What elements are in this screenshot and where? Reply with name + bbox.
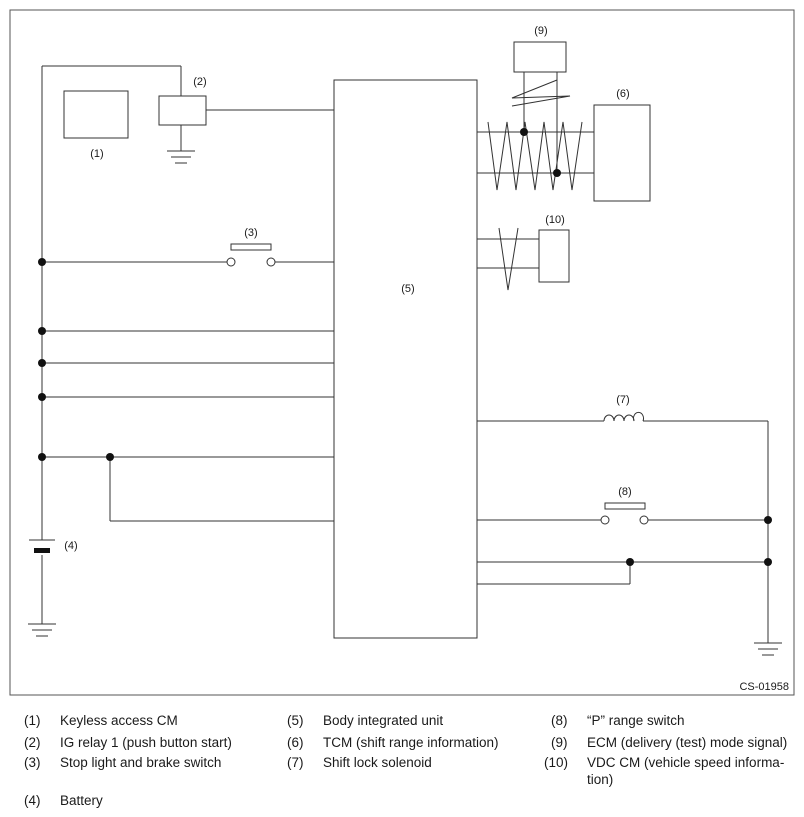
legend-number: (5) [287, 713, 304, 728]
legend-number: (4) [24, 793, 41, 808]
legend-number: (3) [24, 755, 41, 770]
legend-text: TCM (shift range information) [323, 735, 499, 750]
label-ig-relay: (2) [193, 76, 206, 88]
switch8-contact-left [600, 515, 610, 525]
label-tcm: (6) [616, 88, 629, 100]
legend-text: IG relay 1 (push button start) [60, 735, 232, 750]
tcm-twist-wire [487, 121, 583, 191]
switch8-contact-right [639, 515, 649, 525]
legend-text: ECM (delivery (test) mode signal) [587, 735, 788, 750]
legend-text: tion) [587, 772, 614, 787]
legend-number: (9) [551, 735, 568, 750]
legend-text: VDC CM (vehicle speed informa- [587, 755, 785, 770]
label-stop-light-switch: (3) [244, 227, 257, 239]
junction-dot [764, 516, 772, 524]
legend-number: (2) [24, 735, 41, 750]
junction-dot [38, 359, 46, 367]
ecm-box [513, 41, 567, 73]
legend-number: (10) [544, 755, 569, 770]
junction-dot [38, 327, 46, 335]
label-battery: (4) [64, 540, 77, 552]
figure-id: CS-01958 [739, 681, 789, 693]
legend-text: Body integrated unit [323, 713, 444, 728]
legend-text: Battery [60, 793, 103, 808]
vdc-cm-box [538, 229, 570, 283]
diagram-frame [9, 9, 795, 696]
legend-number: (1) [24, 713, 41, 728]
ground-symbol-battery [28, 623, 56, 637]
ground-symbol-right [754, 642, 782, 656]
junction-dot [38, 393, 46, 401]
body-integrated-unit-box [333, 79, 478, 639]
legend-number: (6) [287, 735, 304, 750]
legend-text: Shift lock solenoid [323, 755, 432, 770]
ig-relay-box [158, 95, 207, 126]
label-body-integrated-unit: (5) [401, 283, 414, 295]
vdc-twist-wire [498, 227, 519, 291]
legend-text: Keyless access CM [60, 713, 178, 728]
label-shift-lock-solenoid: (7) [616, 394, 629, 406]
ground-symbol-relay [167, 150, 195, 164]
switch3-contact-left [226, 257, 236, 267]
legend-text: “P” range switch [587, 713, 685, 728]
keyless-access-cm-box [63, 90, 129, 139]
junction-dot [38, 453, 46, 461]
tcm-box [593, 104, 651, 202]
label-ecm: (9) [534, 25, 547, 37]
switch3-contact-right [266, 257, 276, 267]
legend-text: Stop light and brake switch [60, 755, 222, 770]
ecm-twist-wire [511, 79, 571, 107]
legend-number: (7) [287, 755, 304, 770]
battery-plate-short [34, 548, 50, 553]
legend-number: (8) [551, 713, 568, 728]
wiring-diagram: (1) (2) (3) (4) (5) (6) (7) (8) (9) (10)… [9, 9, 795, 696]
junction-dot [106, 453, 114, 461]
label-keyless-access-cm: (1) [90, 148, 103, 160]
junction-dot [553, 169, 561, 177]
switch8-actuator [604, 502, 646, 510]
junction-dot [520, 128, 528, 136]
label-p-range-switch: (8) [618, 486, 631, 498]
junction-dot [38, 258, 46, 266]
junction-dot [764, 558, 772, 566]
junction-dot [626, 558, 634, 566]
solenoid-coil [603, 411, 644, 422]
label-vdc-cm: (10) [545, 214, 565, 226]
switch3-actuator [230, 243, 272, 251]
